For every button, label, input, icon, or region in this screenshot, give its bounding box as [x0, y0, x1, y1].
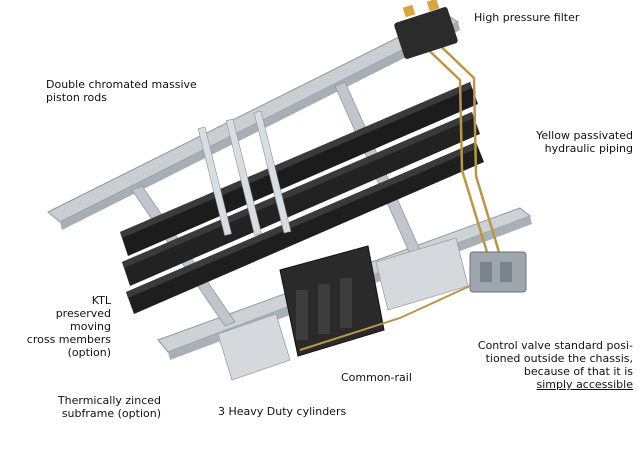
perforated-plate-right — [375, 237, 469, 311]
label-hydraulic-piping: Yellow passivated hydraulic piping — [536, 129, 633, 155]
slat-2 — [122, 112, 480, 286]
high-pressure-filter — [394, 7, 458, 59]
label-control-valve: Control valve standard posi- tioned outs… — [477, 339, 633, 391]
hydraulic-pipe-1 — [417, 39, 492, 263]
label-common-rail: Common-rail — [341, 371, 412, 384]
piston-rod-3 — [253, 110, 292, 234]
label-ktl-cross-members: KTL preserved moving cross members (opti… — [26, 294, 111, 359]
perforated-plate-left — [217, 313, 291, 381]
label-piston-rods: Double chromated massive piston rods — [46, 78, 197, 104]
label-cylinders: 3 Heavy Duty cylinders — [218, 405, 347, 418]
piston-rod-2 — [225, 118, 262, 236]
hydraulic-pipe-2 — [429, 35, 504, 263]
label-high-pressure-filter: High pressure filter — [474, 11, 580, 24]
label-subframe: Thermically zinced subframe (option) — [57, 394, 161, 420]
slat-3 — [126, 142, 484, 314]
slat-1 — [120, 82, 478, 256]
piston-rod-1 — [197, 126, 232, 236]
control-valve — [469, 251, 527, 293]
